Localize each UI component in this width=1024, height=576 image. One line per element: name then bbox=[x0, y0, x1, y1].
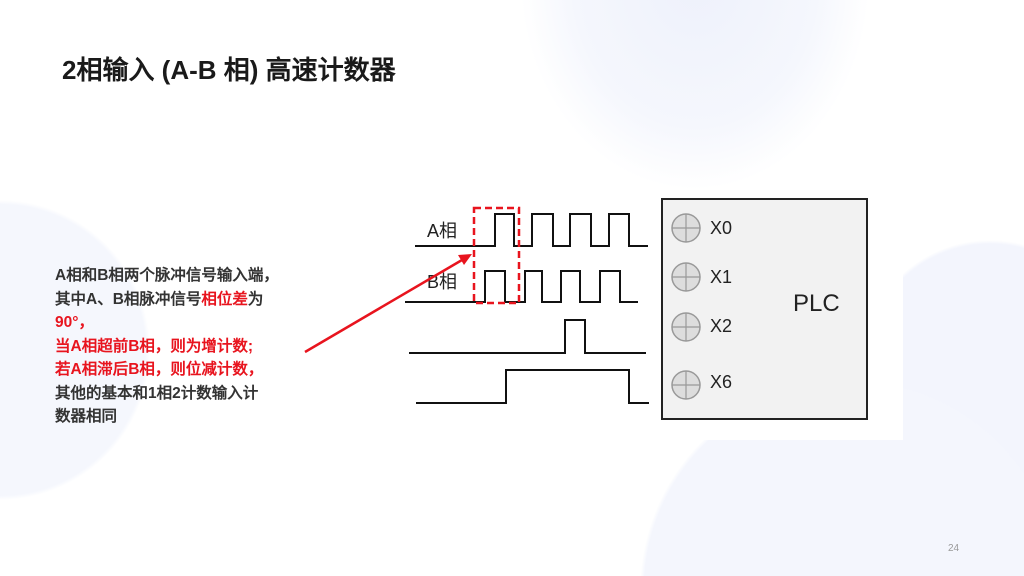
phase-a-label: A相 bbox=[427, 221, 457, 241]
x2-waveform bbox=[409, 319, 646, 354]
x6-waveform bbox=[416, 369, 649, 404]
desc-line: A相和B相两个脉冲信号输入端， bbox=[55, 267, 279, 284]
arrow-head-icon bbox=[458, 254, 472, 265]
plc-label: PLC bbox=[793, 290, 840, 317]
input-terminal-icon bbox=[671, 262, 701, 292]
phase-b-waveform bbox=[405, 270, 638, 303]
page-title: 2相输入 (A-B 相) 高速计数器 bbox=[62, 55, 396, 85]
input-label-x6: X6 bbox=[710, 372, 732, 392]
input-label-x1: X1 bbox=[710, 267, 732, 287]
desc-line: 90°， bbox=[55, 314, 94, 331]
desc-line: 其他的基本和1相2计数输入计 bbox=[55, 384, 259, 402]
input-terminal-icon bbox=[671, 370, 701, 400]
desc-line: 数器相同 bbox=[55, 408, 118, 425]
phase-b-label: B相 bbox=[427, 272, 457, 292]
desc-line: 若A相滞后B相，则位减计数， bbox=[55, 361, 264, 378]
desc-line: 当A相超前B相，则为增计数; bbox=[55, 337, 254, 355]
input-label-x2: X2 bbox=[710, 316, 732, 336]
desc-text: 其中A、B相脉冲信号 bbox=[55, 290, 202, 308]
desc-text: 为 bbox=[247, 290, 264, 308]
description-text: A相和B相两个脉冲信号输入端， 其中A、B相脉冲信号相位差为 90°， 当A相超… bbox=[55, 264, 345, 429]
input-label-x0: X0 bbox=[710, 218, 732, 238]
input-terminal-icon bbox=[671, 312, 701, 342]
page-number: 24 bbox=[948, 543, 960, 554]
desc-highlight: 相位差 bbox=[201, 290, 248, 308]
pointer-arrow bbox=[304, 258, 463, 354]
phase-a-waveform bbox=[415, 213, 648, 247]
highlight-dashed-box bbox=[472, 206, 521, 305]
input-terminal-icon bbox=[671, 213, 701, 243]
desc-line: 其中A、B相脉冲信号相位差为 bbox=[55, 288, 345, 312]
